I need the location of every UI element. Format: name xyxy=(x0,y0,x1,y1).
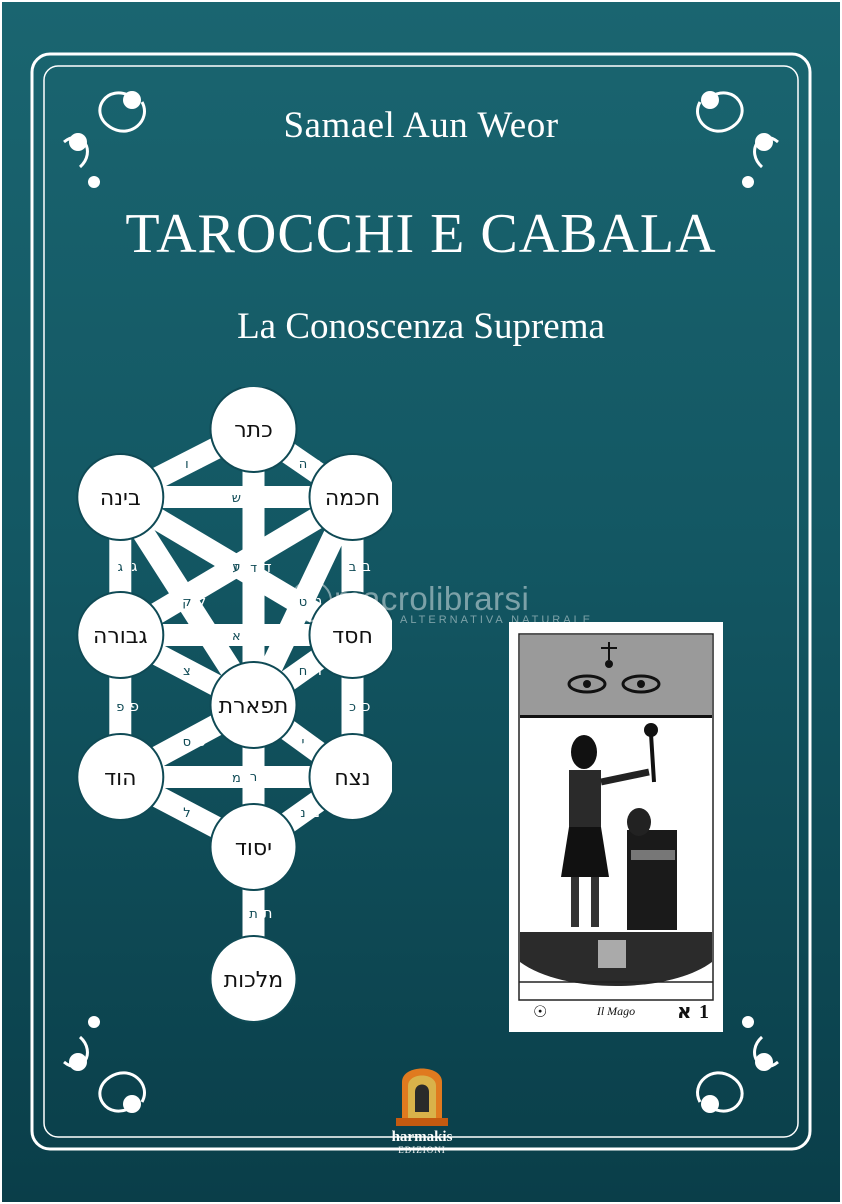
tree-path-letter-binah_geburah: ג xyxy=(131,557,137,575)
tree-path-letter-chesed_tiphareth: ח xyxy=(312,661,322,679)
tree-path-glyph-keter_tiphareth: ד xyxy=(250,561,257,576)
tree-path-glyph-geburah_hod: פ xyxy=(116,700,124,715)
sephirah-binah: בינה xyxy=(76,453,165,541)
tree-path-glyph-keter_chokmah: ה xyxy=(299,457,308,472)
tree-path-glyph-tiphareth_netzach: י xyxy=(302,735,305,750)
eye-of-horus-icon xyxy=(567,642,661,694)
tree-path-glyph-hod_yesod: ל xyxy=(183,806,190,821)
tree-path-letter-tiphareth_netzach: י xyxy=(315,732,318,750)
tree-path-letter-chokmah_geburah: ז xyxy=(248,557,253,575)
sephirah-label-keter: כתר xyxy=(234,418,273,443)
tree-path-letter-geburah_hod: פ xyxy=(130,697,139,715)
magician-figure xyxy=(561,723,658,927)
sephirah-netzach: נצח xyxy=(308,733,392,821)
tree-path-glyph-binah_tiphareth: ק xyxy=(182,595,191,610)
tree-path-glyph-binah_geburah: ג xyxy=(118,560,123,575)
tree-path-letter-keter_tiphareth: ד xyxy=(263,558,271,576)
tree-path-glyph-netzach_yesod: נ xyxy=(300,806,305,821)
tree-path-letter-chesed_netzach: כ xyxy=(363,697,371,715)
publisher-imprint: EDIZIONI xyxy=(398,1145,446,1155)
tree-path-glyph-binah_chesed: ע xyxy=(232,560,240,575)
tree-path-glyph-chesed_tiphareth: ח xyxy=(299,664,308,679)
tree-path-glyph-geburah_chesed: א xyxy=(232,629,241,644)
tree-path-glyph-binah_chokmah: ש xyxy=(232,491,241,506)
tree-path-glyph-chokmah_chesed: ב xyxy=(349,560,357,575)
sephirah-label-tiphareth: תפארת xyxy=(219,694,289,719)
harmakis-logo-icon xyxy=(396,1068,448,1126)
sephirah-label-binah: בינה xyxy=(100,486,141,511)
tree-path-letter-chokmah_chesed: ב xyxy=(362,557,371,575)
card-hebrew-letter: א xyxy=(677,999,692,1023)
sephirah-geburah: גבורה xyxy=(76,591,165,679)
sephirah-label-chokmah: חכמה xyxy=(325,486,380,511)
watermark-logo-icon xyxy=(290,580,332,622)
watermark: macrolibrarsi ALTERNATIVA NATURALE xyxy=(290,580,593,626)
publisher-name-text: harmakis xyxy=(391,1129,453,1145)
card-name: Il Mago xyxy=(596,1004,635,1018)
tree-path-glyph-chokmah_geburah: ז xyxy=(234,560,239,575)
sephirah-label-netzach: נצח xyxy=(334,766,370,791)
book-title: TAROCCHI E CABALA xyxy=(125,203,717,265)
sephirah-tiphareth: תפארת xyxy=(209,661,298,749)
publisher-name: harmakis EDIZIONI xyxy=(382,1129,462,1156)
tree-path-glyph-tiphareth_hod: ס xyxy=(183,735,191,750)
altar xyxy=(627,808,677,930)
tree-path-letter-keter_chokmah: ה xyxy=(312,454,322,472)
tree-path-letter-geburah_chesed: א xyxy=(245,626,255,644)
sephirah-label-yesod: יסוד xyxy=(235,836,272,861)
tree-path-glyph-hod_netzach: מ xyxy=(232,771,241,786)
tree-path-letter-binah_tiphareth: ק xyxy=(196,592,207,610)
sephirah-hod: הוד xyxy=(76,733,165,821)
sephirah-chokmah: חכמה xyxy=(308,453,392,541)
tree-path-letter-geburah_tiphareth: צ xyxy=(196,661,205,679)
sephirah-keter: כתר xyxy=(209,387,298,473)
tree-path-letter-netzach_yesod: נ xyxy=(314,803,320,821)
sephirah-label-hod: הוד xyxy=(104,766,136,791)
tarot-card: ☉ Il Mago א 1 xyxy=(509,622,723,1032)
tree-path-glyph-tiphareth_yesod: ר xyxy=(250,770,257,785)
tree-path-chokmah_geburah xyxy=(114,487,359,645)
sephirah-chesed: חסד xyxy=(308,591,392,679)
tree-path-letter-yesod_malkuth: ת xyxy=(263,904,273,922)
book-subtitle: La Conoscenza Suprema xyxy=(237,306,605,347)
tree-path-letter-hod_yesod: ל xyxy=(197,803,206,821)
tree-path-letter-binah_chokmah: ש xyxy=(245,488,256,506)
card-number: 1 xyxy=(699,1001,709,1023)
tree-path-letter-tiphareth_hod: ס xyxy=(196,732,206,750)
sephirah-malkuth: מלכות xyxy=(209,935,298,1023)
tree-path-letter-hod_netzach: מ xyxy=(245,768,255,786)
sephirah-yesod: יסוד xyxy=(209,803,298,891)
sephirah-label-geburah: גבורה xyxy=(93,624,148,649)
tree-path-letter-tiphareth_yesod: ר xyxy=(263,767,271,785)
tree-path-letter-binah_chesed: ע xyxy=(246,557,255,575)
sephirah-label-malkuth: מלכות xyxy=(224,968,284,993)
tree-path-glyph-yesod_malkuth: ת xyxy=(249,907,258,922)
watermark-name: macrolibrarsi xyxy=(334,580,530,617)
sephirah-label-chesed: חסד xyxy=(332,624,373,649)
tree-path-glyph-keter_binah: ו xyxy=(185,457,189,472)
author-name: Samael Aun Weor xyxy=(283,105,559,146)
tree-path-glyph-geburah_tiphareth: צ xyxy=(183,664,191,679)
tree-path-glyph-chesed_netzach: כ xyxy=(349,700,356,715)
card-sun-symbol: ☉ xyxy=(533,1002,547,1021)
tree-path-letter-keter_binah: ו xyxy=(199,454,203,472)
